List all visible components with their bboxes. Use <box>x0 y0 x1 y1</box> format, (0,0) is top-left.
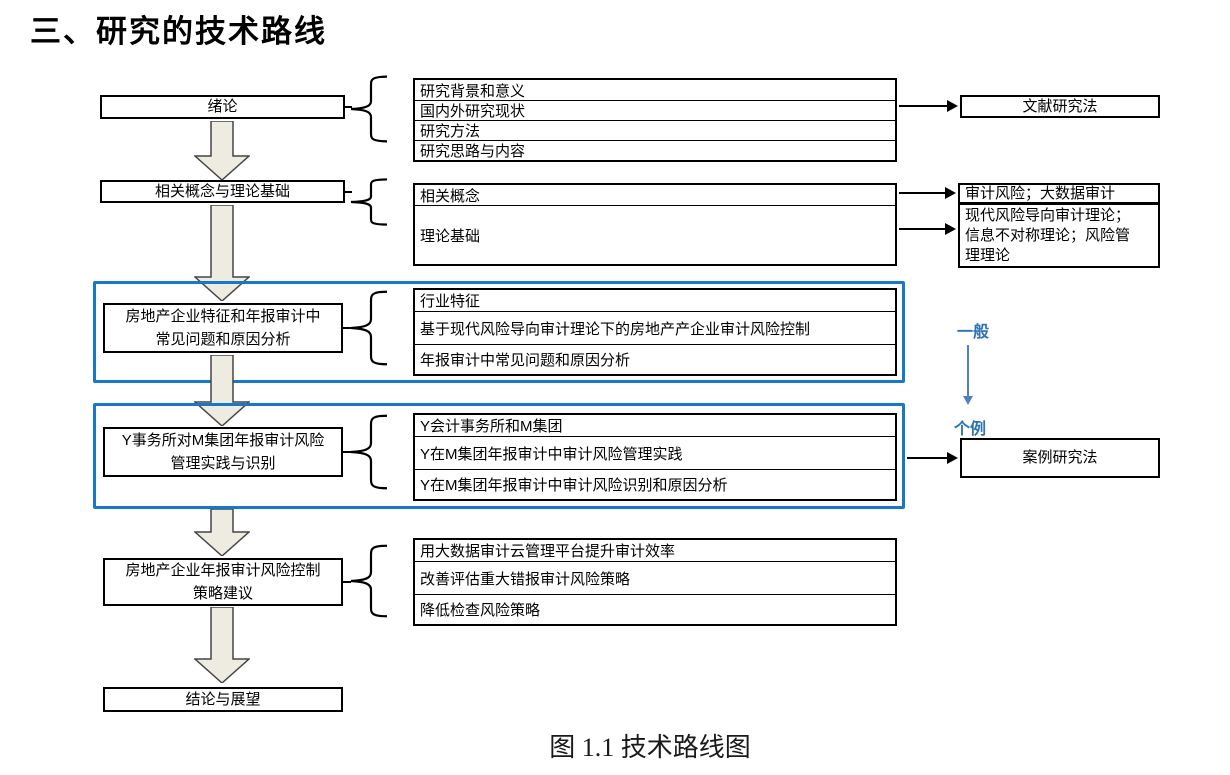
annotation-general: 一般 <box>957 324 990 341</box>
block-arrow-down-icon <box>194 355 250 426</box>
detail-item: 研究方法 <box>415 120 895 140</box>
stage-label: 相关概念与理论基础 <box>154 182 290 200</box>
blue-down-arrowhead-icon <box>963 396 973 405</box>
brace-icon <box>349 415 389 489</box>
method-box-literature: 文献研究法 <box>960 95 1160 118</box>
connector-line <box>343 451 351 453</box>
annotation-specific: 个例 <box>954 421 987 438</box>
detail-list-introduction: 研究背景和意义 国内外研究现状 研究方法 研究思路与内容 <box>413 78 897 162</box>
stage-box-case-practice: Y事务所对M集团年报审计风险 管理实践与识别 <box>103 427 343 477</box>
detail-list-strategy: 用大数据审计云管理平台提升审计效率 改善评估重大错报审计风险策略 降低检查风险策… <box>413 538 897 626</box>
detail-item: 行业特征 <box>420 293 481 310</box>
stage-box-concepts-theory: 相关概念与理论基础 <box>100 180 345 203</box>
brace-icon <box>349 291 389 365</box>
highlight-frame-industry <box>93 281 905 383</box>
stage-box-introduction: 绪论 <box>100 95 345 119</box>
page-title: 三、研究的技术路线 <box>30 14 327 49</box>
stage-box-industry-problems: 房地产企业特征和年报审计中 常见问题和原因分析 <box>103 303 343 353</box>
output-box-theories: 现代风险导向审计理论；信息不对称理论；风险管理理论 <box>958 203 1160 268</box>
highlight-frame-case <box>93 403 905 509</box>
detail-list-concepts: 相关概念 理论基础 <box>413 183 897 266</box>
block-arrow-down-icon <box>194 607 250 683</box>
connector-line <box>344 106 352 108</box>
detail-item: Y会计事务所和M集团 <box>420 418 563 435</box>
detail-item: 降低检查风险策略 <box>415 594 895 624</box>
detail-item: 改善评估重大错报审计风险策略 <box>415 561 895 594</box>
blue-down-arrow-icon <box>967 345 969 397</box>
detail-item: 基于现代风险导向审计理论下的房地产产企业审计风险控制 <box>415 311 895 344</box>
block-arrow-down-icon <box>194 121 250 180</box>
stage-box-strategy: 房地产企业年报审计风险控制 策略建议 <box>103 558 343 606</box>
detail-item: Y在M集团年报审计中审计风险管理实践 <box>415 436 895 469</box>
method-box-case-study: 案例研究法 <box>960 438 1160 478</box>
brace-icon <box>349 179 389 225</box>
brace-icon <box>349 545 389 617</box>
brace-icon <box>349 76 389 142</box>
detail-list-case: Y会计事务所和M集团 Y在M集团年报审计中审计风险管理实践 Y在M集团年报审计中… <box>413 413 897 501</box>
detail-item: 理论基础 <box>415 205 895 264</box>
block-arrow-down-icon <box>194 205 250 301</box>
detail-list-industry: 行业特征 基于现代风险导向审计理论下的房地产产企业审计风险控制 年报审计中常见问… <box>413 288 897 376</box>
connector-line <box>343 327 351 329</box>
detail-item: 年报审计中常见问题和原因分析 <box>415 344 895 374</box>
detail-item: 相关概念 <box>420 187 481 205</box>
connector-line <box>343 581 351 583</box>
detail-item: 研究思路与内容 <box>415 140 895 160</box>
stage-label: 绪论 <box>207 98 238 115</box>
stage-box-conclusion: 结论与展望 <box>103 687 343 712</box>
detail-item: 研究背景和意义 <box>420 82 526 100</box>
detail-item: 用大数据审计云管理平台提升审计效率 <box>420 543 676 560</box>
detail-item: Y在M集团年报审计中审计风险识别和原因分析 <box>415 469 895 499</box>
block-arrow-down-icon <box>194 509 250 556</box>
detail-item: 国内外研究现状 <box>415 100 895 120</box>
connector-line <box>344 191 352 193</box>
output-box-concepts: 审计风险；大数据审计 <box>958 183 1160 204</box>
figure-caption: 图 1.1 技术路线图 <box>549 733 751 762</box>
